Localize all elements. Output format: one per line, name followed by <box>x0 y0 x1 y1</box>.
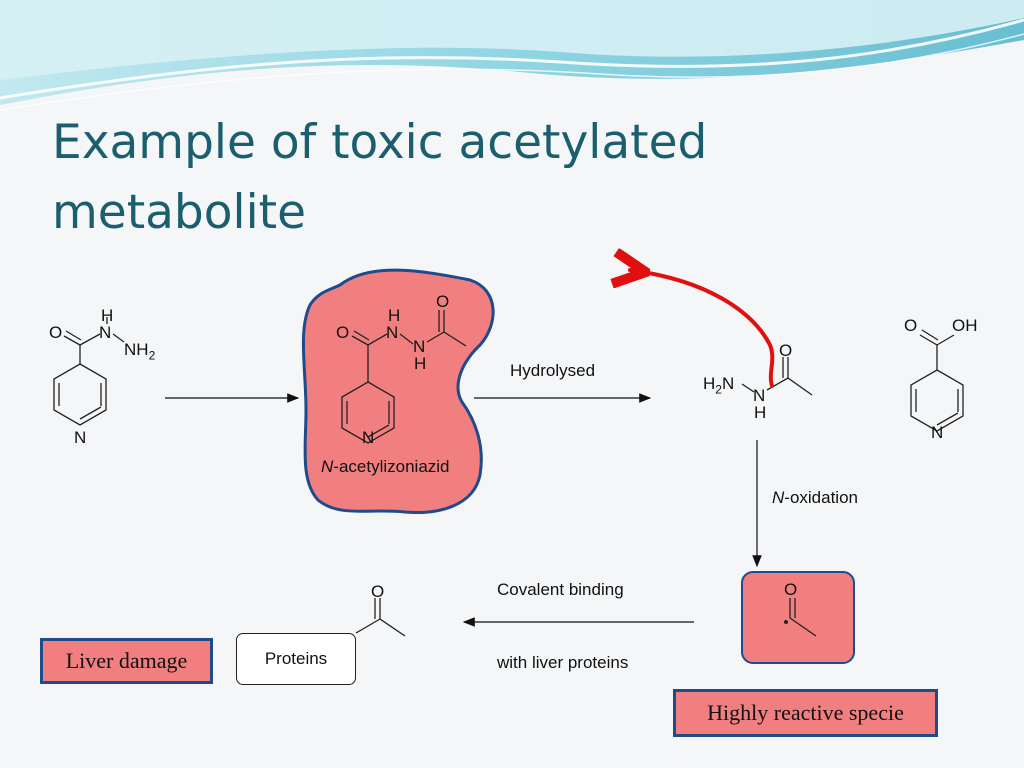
proteins-box: Proteins <box>236 633 356 685</box>
highly-reactive-label: Highly reactive specie <box>707 700 904 725</box>
atom-label: N <box>99 323 112 342</box>
atom-label: O <box>904 316 918 335</box>
atom-label: O <box>49 323 63 342</box>
atom-label: OH <box>952 316 978 335</box>
n-oxidation-label: N-oxidation <box>772 488 858 507</box>
atom-label: N <box>931 423 944 442</box>
slide-title: Example of toxic acetylated metabolite <box>52 108 952 248</box>
isonicotinic-acid-structure <box>910 329 964 432</box>
title-line-2: metabolite <box>52 185 306 240</box>
atom-label: O <box>371 582 385 601</box>
header-wave-decoration <box>0 0 1024 111</box>
liver-damage-box: Liver damage <box>40 638 213 684</box>
atom-label: N <box>74 428 87 447</box>
compound-name-label: N-acetylizoniazid <box>321 457 450 476</box>
atom-label: H <box>414 354 427 373</box>
reactive-species-box <box>741 571 855 664</box>
highly-reactive-box: Highly reactive specie <box>673 689 938 737</box>
isoniazid-structure <box>53 317 125 426</box>
atom-label: NH2 <box>124 340 156 363</box>
acetylated-protein-structure <box>355 598 406 637</box>
radical-dot <box>784 620 788 624</box>
liver-damage-label: Liver damage <box>65 648 188 673</box>
atom-label: H <box>101 306 114 325</box>
atom-label: N <box>386 323 399 342</box>
liver-proteins-label: with liver proteins <box>497 653 629 672</box>
atom-label: O <box>436 292 450 311</box>
red-curved-arrow <box>630 270 775 388</box>
atom-subscript: 2 <box>148 348 156 363</box>
title-line-1: Example of toxic acetylated <box>52 115 708 170</box>
atom-label: N <box>753 386 766 405</box>
hydrolysed-label: Hydrolysed <box>510 361 596 380</box>
atom-label: H <box>754 403 767 422</box>
n-acetylisoniazid-structure <box>341 310 467 444</box>
atom-label: N <box>413 337 426 356</box>
highlight-blob <box>301 268 495 514</box>
atom-label: O <box>779 341 793 360</box>
atom-label: N <box>362 428 375 447</box>
atom-label: O <box>784 580 798 599</box>
atom-label: H2N <box>703 374 735 397</box>
covalent-binding-label: Covalent binding <box>497 580 624 599</box>
atom-label: O <box>336 323 350 342</box>
acetylhydrazine-structure <box>741 357 813 396</box>
acetyl-radical-structure <box>789 598 817 637</box>
proteins-label: Proteins <box>264 649 328 668</box>
atom-label: H <box>388 306 401 325</box>
